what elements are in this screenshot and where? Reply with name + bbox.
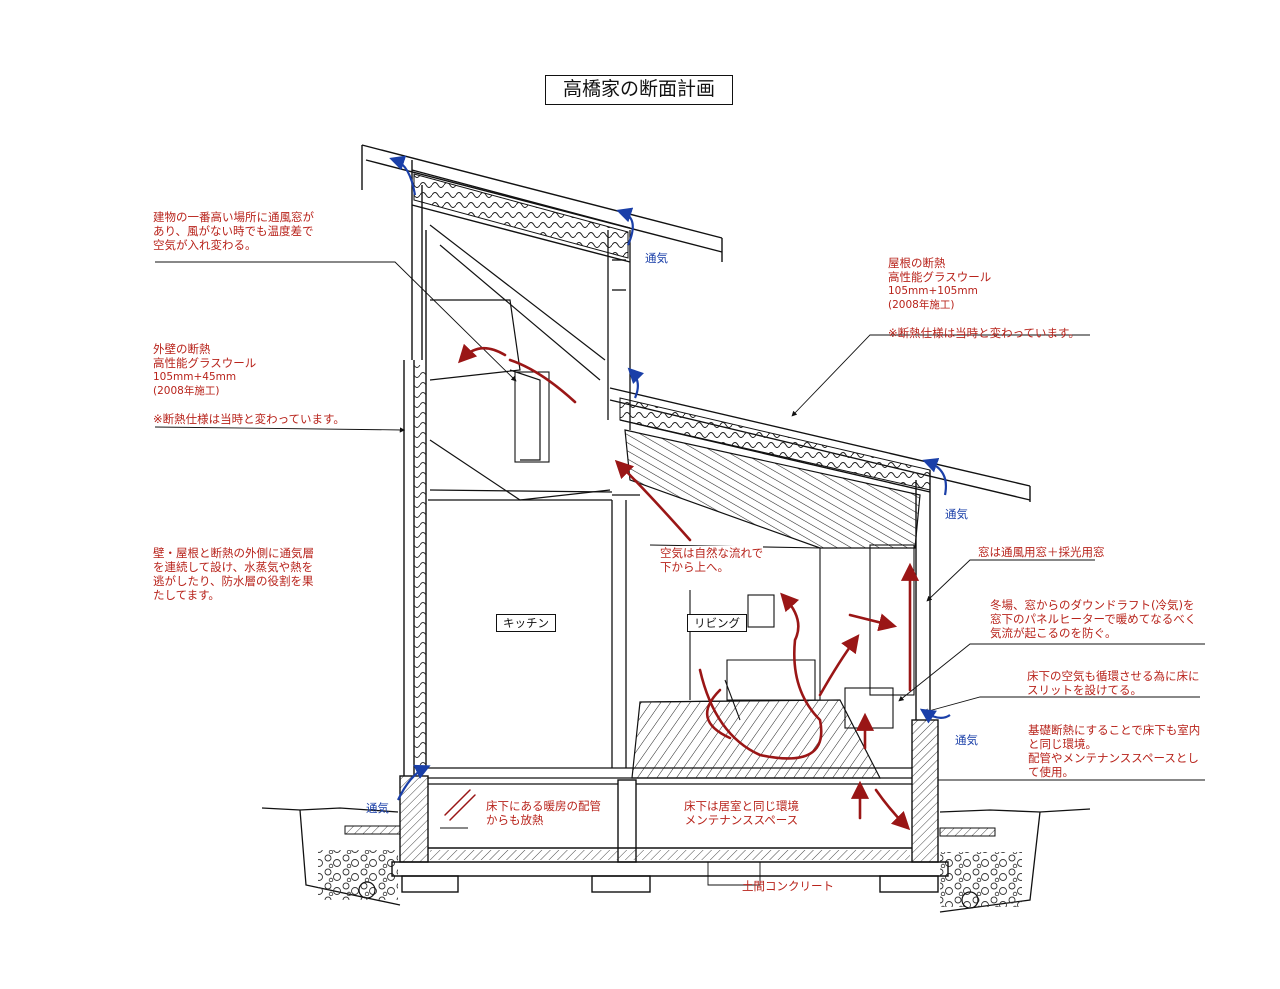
living-floor (631, 699, 881, 779)
note-line: メンテナンススペース (684, 813, 799, 827)
note-line: スリットを設けてる。 (1027, 683, 1142, 697)
note-line: 屋根の断熱 (888, 256, 946, 270)
note-line: からも放熱 (486, 813, 544, 827)
note-line: 外壁の断熱 (153, 342, 211, 356)
vent-label-eave: 通気 (945, 507, 968, 521)
note-line: 床下にある暖房の配管 (486, 799, 601, 813)
note-line: (2008年施工) (888, 299, 955, 311)
note-line: あり、風がない時でも温度差で (153, 224, 314, 238)
ext-board-left (344, 825, 401, 835)
note-line: 冬場、窓からのダウンドラフト(冷気)を (990, 598, 1195, 612)
drain-pipe-left (358, 881, 376, 899)
drain-pipe-right (961, 891, 979, 909)
note-foundation: 基礎断熱にすることで床下も室内 と同じ環境。 配管やメンテナンススペースとし て… (1028, 723, 1200, 779)
upper-window (514, 371, 550, 463)
note-line: 壁・屋根と断熱の外側に通気層 (153, 546, 314, 560)
upper-interior (429, 224, 613, 501)
vent-label-base-left: 通気 (366, 801, 389, 815)
note-line: 高性能グラスウール (888, 270, 992, 284)
note-line: と同じ環境。 (1028, 737, 1097, 751)
right-window (869, 544, 915, 696)
note-heating-pipe: 床下にある暖房の配管 からも放熱 (486, 799, 601, 827)
note-line: 下から上へ。 (660, 560, 729, 574)
note-line: を連続して設け、水蒸気や熱を (153, 560, 314, 574)
high-roof (361, 144, 723, 263)
note-window-type: 窓は通風用窓＋採光用窓 (978, 545, 1105, 559)
note-floor-slit: 床下の空気も循環させる為に床に スリットを設けてる。 (1027, 669, 1200, 697)
note-downdraft: 冬場、窓からのダウンドラフト(冷気)を 窓下のパネルヒーターで暖めてなるべく 気… (990, 598, 1196, 640)
note-line: 窓下のパネルヒーターで暖めてなるべく (990, 612, 1197, 626)
note-line: 床下の空気も循環させる為に床に (1027, 669, 1200, 683)
note-line: 105mm+45mm (153, 371, 237, 383)
note-line: 空気は自然な流れで (660, 546, 764, 560)
wall-left-insulation (414, 365, 426, 765)
airflow-arrows (444, 343, 920, 831)
panel-heater (844, 687, 894, 729)
slab-hatch (430, 850, 910, 860)
note-line: て使用。 (1028, 765, 1074, 779)
leader-lines (154, 261, 1205, 886)
page-title: 高橋家の断面計画 (545, 75, 733, 105)
note-line: 基礎断熱にすることで床下も室内 (1028, 723, 1201, 737)
note-line: 窓は通風用窓＋採光用窓 (978, 545, 1105, 559)
note-slab: 土間コンクリート (742, 879, 834, 893)
note-vent-layer: 壁・屋根と断熱の外側に通気層 を連続して設け、水蒸気や熱を 逃がしたり、防水層の… (153, 546, 314, 602)
note-line: 床下は居室と同じ環境 (684, 799, 799, 813)
ext-board-right (939, 827, 996, 837)
vent-label-base-right: 通気 (955, 733, 978, 747)
gravel-right (940, 852, 1022, 907)
note-line: ※断熱仕様は当時と変わっています。 (153, 412, 345, 426)
room-label-kitchen: キッチン (496, 614, 556, 632)
clerestory-wall (607, 230, 631, 430)
vent-arrows (389, 155, 951, 801)
vent-label-clerestory: 通気 (645, 251, 668, 265)
interior-partition (428, 494, 640, 768)
note-line: 建物の一番高い場所に通風窓が (153, 210, 314, 224)
gravel-left (318, 850, 398, 900)
room-label-living: リビング (687, 614, 747, 632)
note-line: 配管やメンテナンススペースとし (1028, 751, 1199, 765)
note-natural-flow: 空気は自然な流れで 下から上へ。 (660, 546, 764, 574)
wall-right (915, 470, 931, 720)
foundation (391, 719, 949, 893)
note-line: 空気が入れ変わる。 (153, 238, 257, 252)
note-line: ※断熱仕様は当時と変わっています。 (888, 326, 1080, 340)
note-wall-insulation: 外壁の断熱 高性能グラスウール 105mm+45mm (2008年施工) ※断熱… (153, 342, 345, 426)
note-line: 逃がしたり、防水層の役割を果 (153, 574, 314, 588)
note-line: 土間コンクリート (742, 879, 834, 893)
note-line: 気流が起こるのを防ぐ。 (990, 626, 1117, 640)
note-roof-insulation: 屋根の断熱 高性能グラスウール 105mm+105mm (2008年施工) ※断… (888, 256, 1080, 340)
note-line: 高性能グラスウール (153, 356, 257, 370)
note-line: 105mm+105mm (888, 285, 978, 297)
note-line: (2008年施工) (153, 385, 220, 397)
note-top-left: 建物の一番高い場所に通風窓が あり、風がない時でも温度差で 空気が入れ変わる。 (153, 210, 314, 252)
note-line: たしてます。 (153, 588, 220, 602)
note-underfloor-space: 床下は居室と同じ環境 メンテナンススペース (684, 799, 799, 827)
